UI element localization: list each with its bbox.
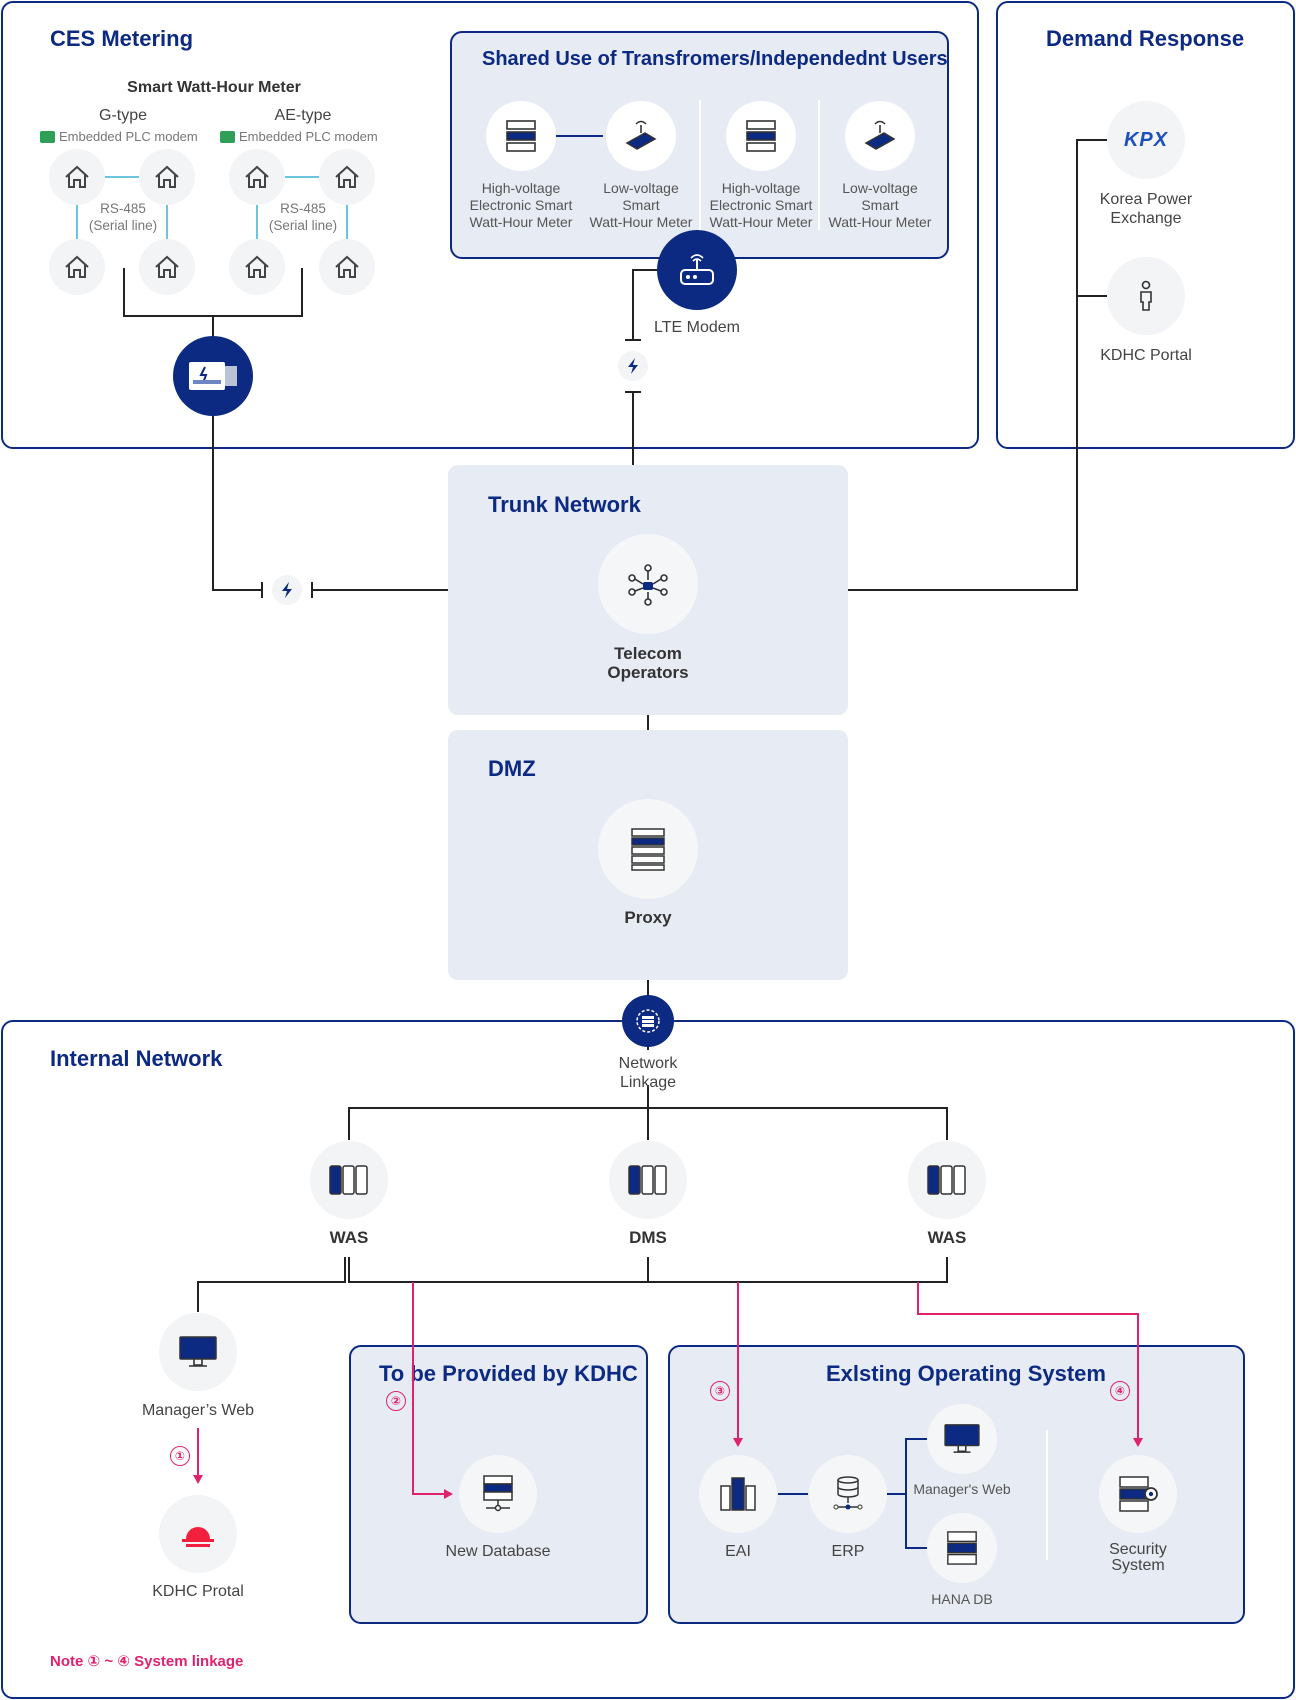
low-voltage-meter-icon: [606, 101, 676, 171]
house-icon: [49, 239, 105, 295]
high-voltage-meter-icon: [726, 101, 796, 171]
wireless-link-icon: [272, 575, 302, 605]
hana-db-icon: [927, 1513, 997, 1583]
kdhc-protal-label: KDHC Protal: [152, 1583, 244, 1600]
data-concentrator-icon: [173, 336, 253, 416]
database-server-icon: [459, 1455, 537, 1533]
monitor-icon: [927, 1404, 997, 1474]
marker-3: ③: [710, 1381, 730, 1401]
high-voltage-meter-icon: [486, 101, 556, 171]
managers-web-label: Manager’s Web: [141, 1402, 255, 1419]
low-voltage-meter-icon: [845, 101, 915, 171]
was-right-label: WAS: [927, 1228, 967, 1247]
existing-managers-web-label: Manager's Web: [913, 1481, 1011, 1497]
g-type-label: G-type: [98, 107, 148, 124]
marker-1: ①: [170, 1446, 190, 1466]
ces-metering-title: CES Metering: [50, 26, 194, 51]
house-icon: [139, 149, 195, 205]
dms-label: DMS: [629, 1228, 667, 1247]
person-icon: [1107, 257, 1185, 335]
alert-light-icon: [159, 1495, 237, 1573]
trunk-network-title: Trunk Network: [488, 492, 641, 517]
house-icon: [319, 149, 375, 205]
demand-response-title: Demand Response: [1046, 26, 1245, 51]
house-icon: [229, 239, 285, 295]
proxy-server-icon: [598, 799, 698, 899]
network-linkage-icon: [622, 995, 674, 1047]
eai-server-icon: [699, 1455, 777, 1533]
ae-modem-label: Embedded PLC modem: [220, 129, 378, 144]
chip-icon: [40, 130, 55, 143]
kdhc-provided-title: To be Provided by KDHC: [379, 1361, 638, 1386]
rs485-label-ae: RS-485(Serial line): [268, 201, 338, 233]
marker-4: ④: [1110, 1381, 1130, 1401]
server-rack-icon: [310, 1141, 388, 1219]
monitor-icon: [159, 1313, 237, 1391]
existing-system-title: Exlsting Operating System: [826, 1361, 1106, 1386]
wireless-link-icon: [618, 351, 648, 381]
dmz-title: DMZ: [488, 756, 536, 781]
rs485-label-g: RS-485(Serial line): [88, 201, 158, 233]
eai-label: EAI: [725, 1543, 751, 1560]
erp-database-icon: [809, 1455, 887, 1533]
lte-modem-label: LTE Modem: [654, 319, 740, 336]
g-modem-label: Embedded PLC modem: [40, 129, 198, 144]
demand-response-panel: [996, 1, 1295, 449]
system-linkage-note: Note ① ~ ④ System linkage: [50, 1653, 244, 1670]
internal-network-title: Internal Network: [50, 1046, 223, 1071]
network-hub-icon: [598, 534, 698, 634]
hana-db-label: HANA DB: [931, 1591, 993, 1607]
house-icon: [229, 149, 285, 205]
security-server-icon: [1099, 1455, 1177, 1533]
smart-meter-heading: Smart Watt-Hour Meter: [127, 79, 301, 96]
chip-icon: [220, 130, 235, 143]
marker-2: ②: [386, 1391, 406, 1411]
house-icon: [319, 239, 375, 295]
was-left-label: WAS: [329, 1228, 369, 1247]
server-rack-icon: [908, 1141, 986, 1219]
shared-use-title: Shared Use of Transfromers/Independednt …: [482, 48, 948, 70]
lte-modem-icon: [657, 230, 737, 310]
ae-type-label: AE-type: [274, 107, 332, 124]
kpx-logo: KPX: [1107, 101, 1185, 179]
house-icon: [49, 149, 105, 205]
erp-label: ERP: [831, 1543, 865, 1560]
house-icon: [139, 239, 195, 295]
proxy-label: Proxy: [624, 908, 672, 927]
new-database-label: New Database: [445, 1543, 551, 1560]
server-rack-icon: [609, 1141, 687, 1219]
kdhc-portal-label: KDHC Portal: [1100, 347, 1192, 364]
